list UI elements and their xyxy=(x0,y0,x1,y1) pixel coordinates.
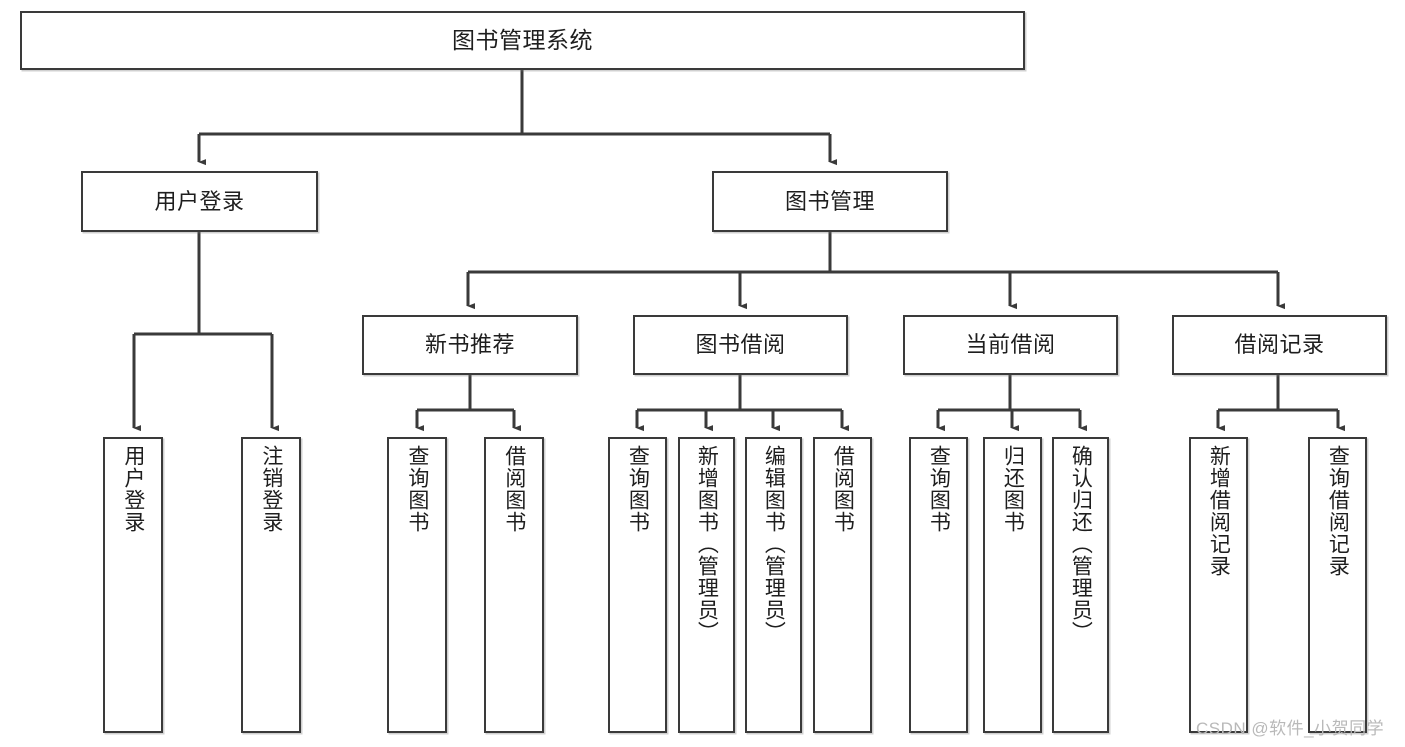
leaf-logout[interactable]: 注销登录 xyxy=(241,437,301,733)
leaf-query-borrow-record[interactable]: 查询借阅记录 xyxy=(1308,437,1367,733)
node-borrowing-records-label: 借阅记录 xyxy=(1234,332,1325,358)
leaf-query-books-borrow[interactable]: 查询图书 xyxy=(608,437,667,733)
leaf-confirm-return-admin[interactable]: 确认归还（管理员） xyxy=(1052,437,1109,733)
leaf-return-books[interactable]: 归还图书 xyxy=(983,437,1042,733)
csdn-watermark: CSDN @软件_小贺同学 xyxy=(1196,719,1385,738)
leaf-add-book-admin[interactable]: 新增图书（管理员） xyxy=(678,437,735,733)
leaf-user-login[interactable]: 用户登录 xyxy=(103,437,163,733)
node-book-borrowing[interactable]: 图书借阅 xyxy=(633,315,848,375)
leaf-query-books-current-label: 查询图书 xyxy=(927,445,951,533)
leaf-query-books-borrow-label: 查询图书 xyxy=(626,445,650,533)
leaf-return-books-label: 归还图书 xyxy=(1001,445,1025,533)
leaf-borrow-books-label: 借阅图书 xyxy=(831,445,855,533)
node-root-system-label: 图书管理系统 xyxy=(452,26,593,53)
node-root-system[interactable]: 图书管理系统 xyxy=(20,11,1025,70)
leaf-query-books-new[interactable]: 查询图书 xyxy=(387,437,447,733)
leaf-borrow-books-new-label: 借阅图书 xyxy=(502,445,526,533)
leaf-user-login-label: 用户登录 xyxy=(121,445,145,533)
node-current-borrowing[interactable]: 当前借阅 xyxy=(903,315,1118,375)
node-book-management[interactable]: 图书管理 xyxy=(712,171,948,232)
node-new-book-recommendation[interactable]: 新书推荐 xyxy=(362,315,578,375)
leaf-edit-book-admin[interactable]: 编辑图书（管理员） xyxy=(745,437,802,733)
leaf-add-borrow-record-label: 新增借阅记录 xyxy=(1207,445,1231,577)
node-book-management-label: 图书管理 xyxy=(784,188,875,214)
leaf-query-books-current[interactable]: 查询图书 xyxy=(909,437,968,733)
leaf-confirm-return-admin-label: 确认归还（管理员） xyxy=(1069,445,1093,643)
node-current-borrowing-label: 当前借阅 xyxy=(965,332,1056,358)
node-borrowing-records[interactable]: 借阅记录 xyxy=(1172,315,1387,375)
leaf-add-borrow-record[interactable]: 新增借阅记录 xyxy=(1189,437,1248,733)
leaf-logout-label: 注销登录 xyxy=(259,445,283,533)
leaf-query-books-new-label: 查询图书 xyxy=(405,445,429,533)
leaf-borrow-books[interactable]: 借阅图书 xyxy=(813,437,872,733)
node-new-book-recommendation-label: 新书推荐 xyxy=(424,332,515,358)
node-user-login-label: 用户登录 xyxy=(154,188,245,214)
leaf-add-book-admin-label: 新增图书（管理员） xyxy=(695,445,719,643)
node-user-login[interactable]: 用户登录 xyxy=(81,171,318,232)
leaf-edit-book-admin-label: 编辑图书（管理员） xyxy=(762,445,786,643)
leaf-query-borrow-record-label: 查询借阅记录 xyxy=(1326,445,1350,577)
leaf-borrow-books-new[interactable]: 借阅图书 xyxy=(484,437,544,733)
node-book-borrowing-label: 图书借阅 xyxy=(695,332,786,358)
